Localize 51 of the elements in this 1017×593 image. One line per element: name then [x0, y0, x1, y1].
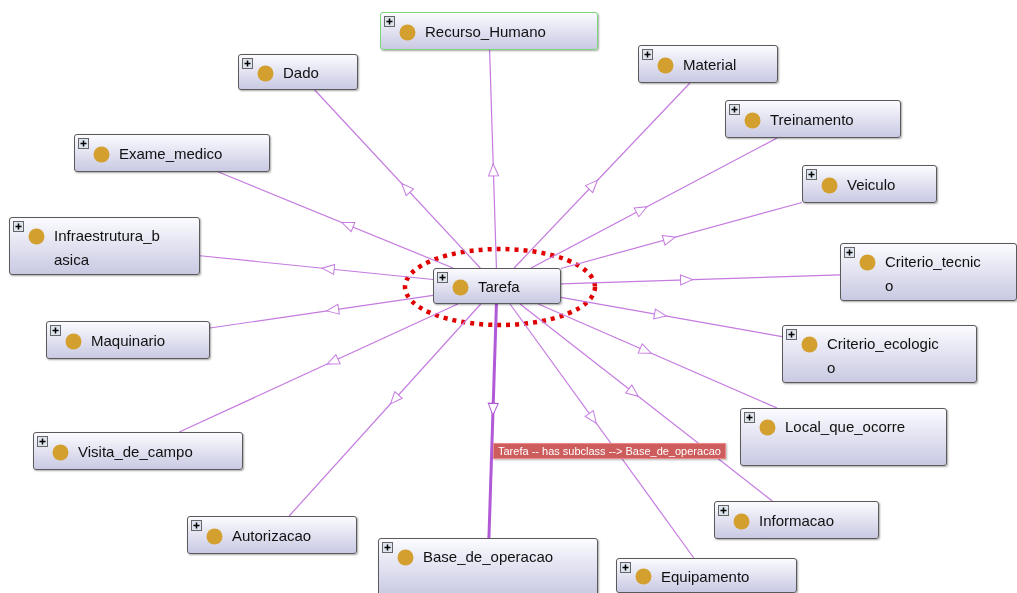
arrow [487, 303, 499, 539]
class-box [782, 325, 977, 383]
arrow [209, 294, 434, 329]
arrow [199, 255, 434, 281]
class-box [380, 12, 598, 50]
arrow [288, 303, 482, 517]
class-name: Equipamento [661, 566, 751, 587]
class-name: Veiculo [847, 175, 897, 195]
arrow [560, 274, 841, 286]
arrow [537, 303, 778, 409]
class-box [378, 538, 598, 593]
class-name: Material [683, 55, 738, 75]
class-box [9, 217, 200, 275]
arrow [509, 303, 695, 559]
class-box [740, 408, 947, 466]
class-box [616, 558, 797, 593]
class-name: Autorizacao [232, 526, 313, 546]
class-box [725, 100, 901, 138]
arrow [513, 82, 691, 269]
class-name: Informacao [759, 511, 836, 531]
class-name: Tarefa [478, 277, 521, 297]
class-name: Criterio_tecnico [885, 252, 982, 296]
class-name: Maquinario [91, 331, 167, 351]
arrow [217, 171, 454, 269]
class-name: Base_de_operacao [423, 547, 555, 567]
class-name: Dado [283, 63, 320, 83]
class-box [433, 268, 561, 304]
arrow [314, 89, 481, 269]
edge-label: Tarefa -- has subclass --> Base_de_operacao [493, 443, 726, 459]
arrow [530, 137, 778, 269]
arrow [178, 303, 459, 433]
class-box [802, 165, 937, 203]
class-name: Infraestrutura_basica [54, 226, 161, 270]
arrow [560, 296, 783, 338]
arrow [519, 303, 773, 502]
class-box [74, 134, 270, 172]
class-name: Criterio_ecologico [827, 334, 940, 378]
class-name: Treinamento [770, 110, 855, 130]
arrow [488, 49, 500, 269]
arrow [560, 201, 803, 270]
class-name: Exame_medico [119, 144, 224, 164]
class-name: Recurso_Humano [425, 22, 547, 42]
class-box [238, 54, 358, 90]
class-box [187, 516, 357, 554]
class-box [638, 45, 778, 83]
class-box [840, 243, 1017, 301]
class-box [46, 321, 210, 359]
class-box [33, 432, 243, 470]
class-box [714, 501, 879, 539]
class-name: Visita_de_campo [78, 442, 194, 462]
class-name: Local_que_ocorre [785, 417, 907, 437]
